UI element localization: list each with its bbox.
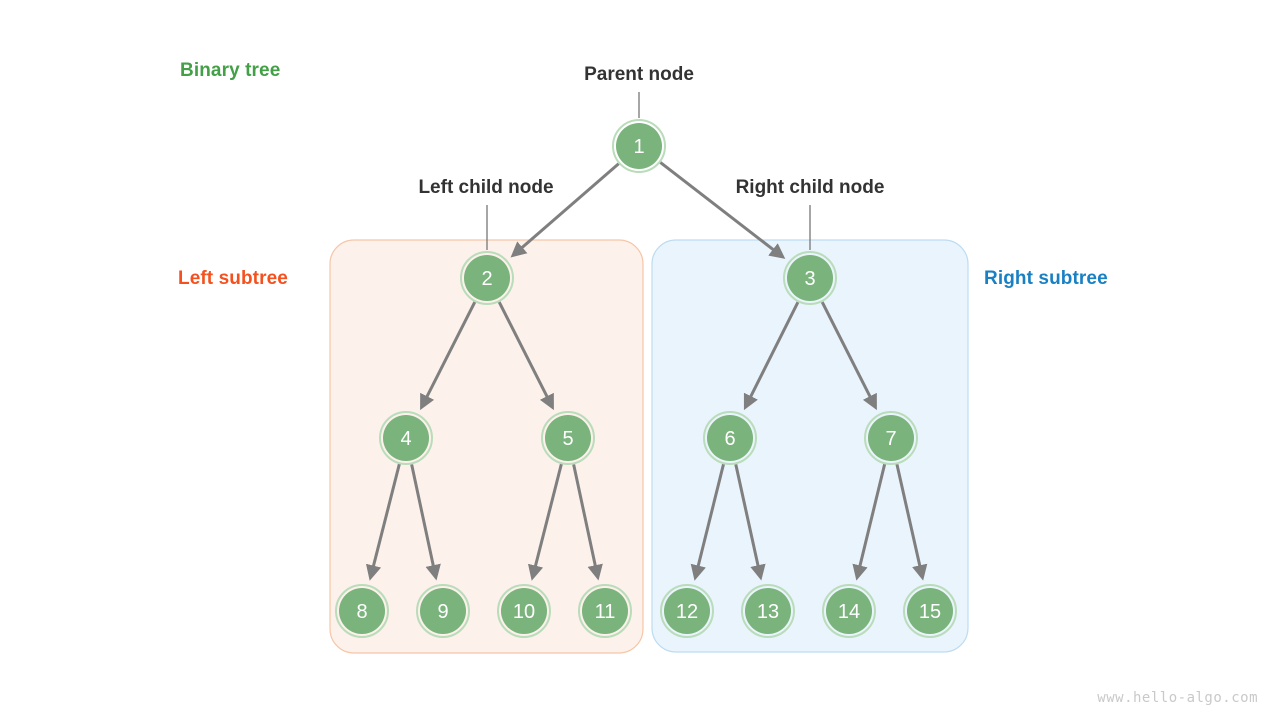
tree-node-9[interactable]: 9 [416,584,470,638]
node-circle [664,588,710,634]
edge-7-to-14 [852,463,887,581]
edge-5-to-10 [527,463,563,581]
node-label: 14 [838,601,860,623]
node-circle [616,123,662,169]
node-ring [703,411,757,465]
edge-3-to-7 [820,301,877,411]
watermark: www.hello-algo.com [1097,690,1258,706]
node-label: 6 [724,428,735,450]
node-label: 11 [595,601,616,623]
title-binary-tree: Binary tree [180,60,281,81]
node-circle [907,588,953,634]
node-circle [383,415,429,461]
node-ring [903,584,957,638]
node-ring [541,411,595,465]
tree-node-6[interactable]: 6 [703,411,757,465]
right-child-node-label: Right child node [736,177,885,198]
node-ring [497,584,551,638]
tree-node-1[interactable]: 1 [612,119,666,173]
node-circle [420,588,466,634]
node-circle [339,588,385,634]
node-circle [501,588,547,634]
node-label: 1 [633,136,644,158]
parent-node-label: Parent node [584,64,694,85]
node-circle [707,415,753,461]
node-circle [545,415,591,461]
edge-6-to-12 [690,463,725,581]
tree-node-7[interactable]: 7 [864,411,918,465]
edge-1-to-2 [510,162,620,258]
node-circle [826,588,872,634]
edge-4-to-9 [410,464,441,581]
node-circle [868,415,914,461]
tree-node-10[interactable]: 10 [497,584,551,638]
node-ring [578,584,632,638]
edge-6-to-13 [734,464,766,581]
node-label: 8 [356,601,367,623]
tree-node-14[interactable]: 14 [822,584,876,638]
node-ring [379,411,433,465]
node-ring [460,251,514,305]
node-label: 12 [676,601,698,623]
node-ring [612,119,666,173]
tree-node-13[interactable]: 13 [741,584,795,638]
node-circle [787,255,833,301]
label-right-subtree: Right subtree [984,268,1108,289]
edge-7-to-15 [895,464,928,581]
edge-3-to-6 [743,301,800,411]
tree-node-8[interactable]: 8 [335,584,389,638]
node-ring [335,584,389,638]
label-left-subtree: Left subtree [178,268,288,289]
node-label: 2 [481,268,492,290]
node-ring [864,411,918,465]
node-label: 3 [804,268,815,290]
node-label: 4 [400,428,411,450]
edge-1-to-3 [659,161,786,259]
node-label: 5 [562,428,573,450]
edges-layer [365,161,928,581]
left-child-node-label: Left child node [418,177,553,198]
tree-node-4[interactable]: 4 [379,411,433,465]
tree-node-2[interactable]: 2 [460,251,514,305]
tree-node-3[interactable]: 3 [783,251,837,305]
edge-4-to-8 [365,463,401,581]
edge-2-to-4 [420,301,477,411]
node-label: 10 [513,601,535,623]
node-label: 15 [919,601,941,623]
node-circle [464,255,510,301]
node-ring [660,584,714,638]
node-circle [745,588,791,634]
edge-2-to-5 [497,301,554,411]
node-circle [582,588,628,634]
node-ring [783,251,837,305]
node-label: 13 [757,601,779,623]
node-label: 7 [885,428,896,450]
subtree-panels-layer [329,239,969,654]
node-ring [822,584,876,638]
node-label: 9 [437,601,448,623]
tree-node-5[interactable]: 5 [541,411,595,465]
tree-node-15[interactable]: 15 [903,584,957,638]
edge-5-to-11 [572,464,603,581]
node-ring [741,584,795,638]
tree-node-12[interactable]: 12 [660,584,714,638]
tree-node-11[interactable]: 11 [578,584,632,638]
node-ring [416,584,470,638]
